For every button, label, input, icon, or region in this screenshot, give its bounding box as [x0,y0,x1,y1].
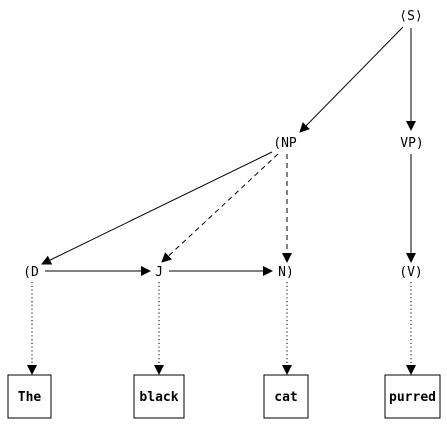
node-d: (D [23,265,39,280]
node-j: J [155,265,163,280]
leaf-label-purred: purred [389,390,436,405]
leaf-box-black [133,374,185,419]
node-n: N) [278,265,294,280]
leaf-cat: cat [263,374,309,419]
leaf-box-the [7,374,52,419]
node-v: (V) [399,265,422,280]
leaf-the: The [7,374,52,419]
leaf-label-black: black [139,390,178,405]
edge-s-np [299,26,404,133]
leaf-purred: purred [384,374,441,419]
leaf-label-cat: cat [274,390,297,405]
edge-np-d [41,151,273,265]
node-s: ⟨S⟩ [399,9,422,24]
leaf-box-cat [263,374,309,419]
edge-np-j [161,153,279,263]
leaf-label-the: The [18,390,42,405]
leaf-box-purred [384,374,441,419]
node-vp: VP) [400,136,423,151]
node-np: (NP [273,136,297,151]
leaf-black: black [133,374,185,419]
